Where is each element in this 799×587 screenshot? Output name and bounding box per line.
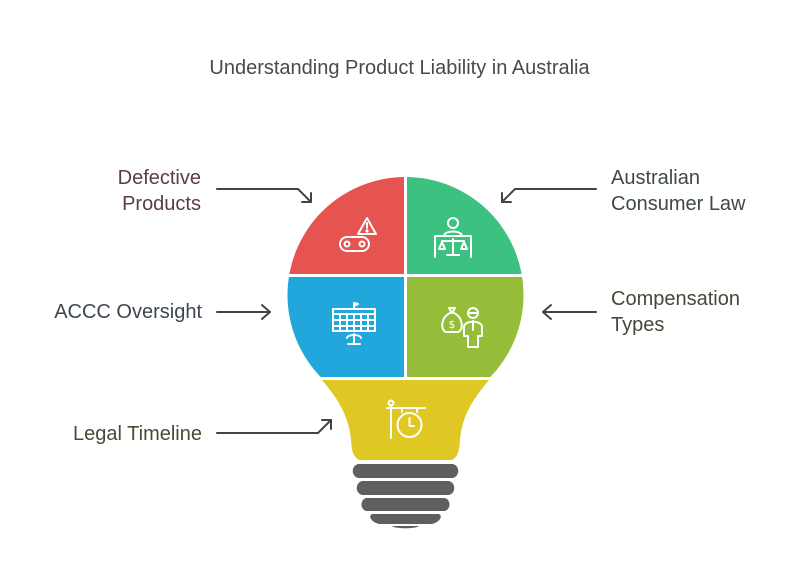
label-australian-consumer-law: Australian Consumer Law	[611, 165, 791, 217]
hanging-clock-icon	[386, 399, 426, 439]
label-defective-products: Defective Products	[60, 165, 201, 217]
segment-compensation-types	[407, 277, 524, 377]
label-compensation-types: Compensation Types	[611, 286, 791, 338]
label-line: Types	[611, 314, 665, 336]
label-line: Defective	[117, 167, 201, 189]
arrow-australian-consumer-law	[501, 188, 597, 203]
label-line: Products	[122, 193, 201, 215]
svg-text:$: $	[449, 318, 456, 331]
arrow-compensation-types	[542, 304, 597, 320]
label-line: Australian	[611, 167, 700, 189]
bulb-base	[352, 464, 459, 529]
label-line: Legal Timeline	[73, 423, 202, 445]
segment-defective-products	[287, 177, 404, 274]
government-building-icon	[332, 302, 376, 345]
segment-legal-timeline	[322, 380, 489, 460]
arrow-legal-timeline	[216, 419, 332, 434]
arrow-accc-oversight	[216, 304, 271, 320]
diagram-title: Understanding Product Liability in Austr…	[209, 57, 590, 79]
label-legal-timeline: Legal Timeline	[20, 421, 202, 447]
money-bag-person-icon: $	[441, 307, 483, 348]
label-accc-oversight: ACCC Oversight	[20, 299, 202, 325]
label-line: Consumer Law	[611, 193, 746, 215]
arrow-defective-products	[216, 188, 312, 203]
label-line: Compensation	[611, 288, 740, 310]
segment-australian-consumer-law	[407, 177, 524, 274]
conveyor-warning-icon	[339, 217, 377, 252]
judge-scales-icon	[434, 217, 472, 258]
label-line: ACCC Oversight	[54, 301, 202, 323]
